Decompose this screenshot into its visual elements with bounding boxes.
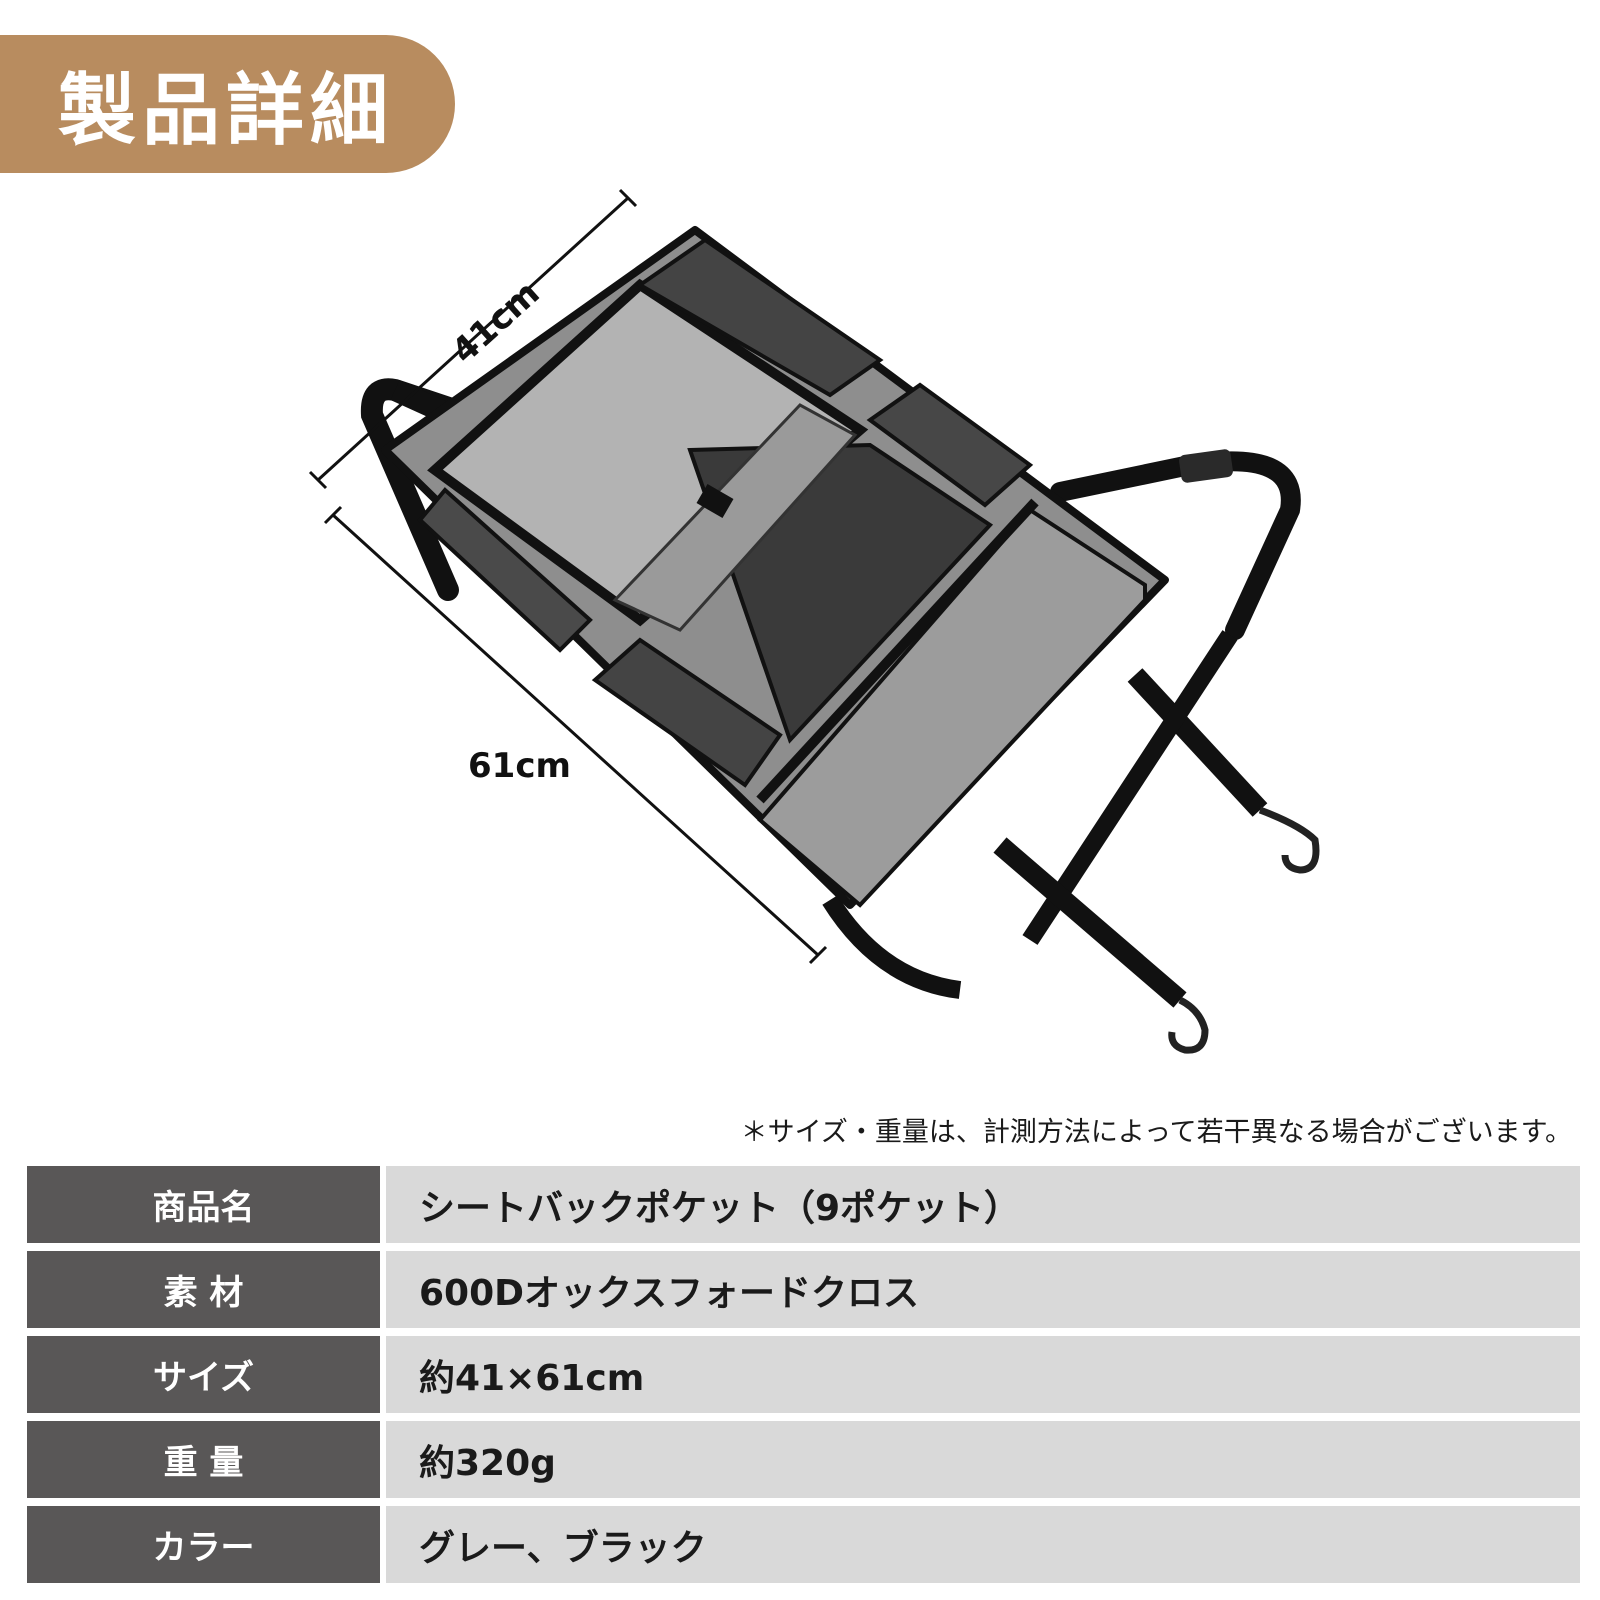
mesh-pocket (636, 237, 884, 398)
spec-label: 重 量 (27, 1421, 380, 1498)
spec-row-name: 商品名 シートバックポケット（9ポケット） (27, 1166, 1580, 1243)
height-dimension: 61cm (323, 505, 828, 965)
spec-label: カラー (27, 1506, 380, 1583)
mesh-pocket (591, 637, 783, 788)
spec-row-color: カラー グレー、ブラック (27, 1506, 1580, 1583)
product-image: 41cm 61cm (308, 188, 1320, 1054)
spec-row-material: 素 材 600Dオックスフォードクロス (27, 1251, 1580, 1328)
front-pocket (612, 403, 858, 632)
spec-label: 商品名 (27, 1166, 380, 1243)
hook-strap (1127, 668, 1268, 817)
top-strap (360, 378, 466, 601)
tablet-window (427, 278, 869, 627)
buckle-icon (1179, 449, 1233, 483)
mesh-pocket (417, 487, 593, 653)
spec-value: グレー、ブラック (386, 1506, 1580, 1583)
spec-label: サイズ (27, 1336, 380, 1413)
spec-label: 素 材 (27, 1251, 380, 1328)
hook-strap (822, 895, 962, 999)
height-label: 61cm (468, 746, 571, 786)
spec-value: シートバックポケット（9ポケット） (386, 1166, 1580, 1243)
spec-value: 600Dオックスフォードクロス (386, 1251, 1580, 1328)
spec-row-size: サイズ 約41×61cm (27, 1336, 1580, 1413)
measurement-note: ＊サイズ・重量は、計測方法によって若干異なる場合がございます。 (740, 1117, 1572, 1148)
hook-icon (1258, 806, 1320, 874)
section-title-tab: 製品詳細 (0, 35, 455, 173)
spec-value: 約320g (386, 1421, 1580, 1498)
spec-table: 商品名 シートバックポケット（9ポケット） 素 材 600Dオックスフォードクロ… (27, 1166, 1580, 1591)
section-title: 製品詳細 (58, 66, 395, 156)
hook-icon (1168, 996, 1209, 1054)
mesh-pocket (866, 382, 1034, 508)
hook-strap (993, 837, 1187, 1008)
zipper (756, 498, 1039, 804)
spec-value: 約41×61cm (386, 1336, 1580, 1413)
spec-row-weight: 重 量 約320g (27, 1421, 1580, 1498)
